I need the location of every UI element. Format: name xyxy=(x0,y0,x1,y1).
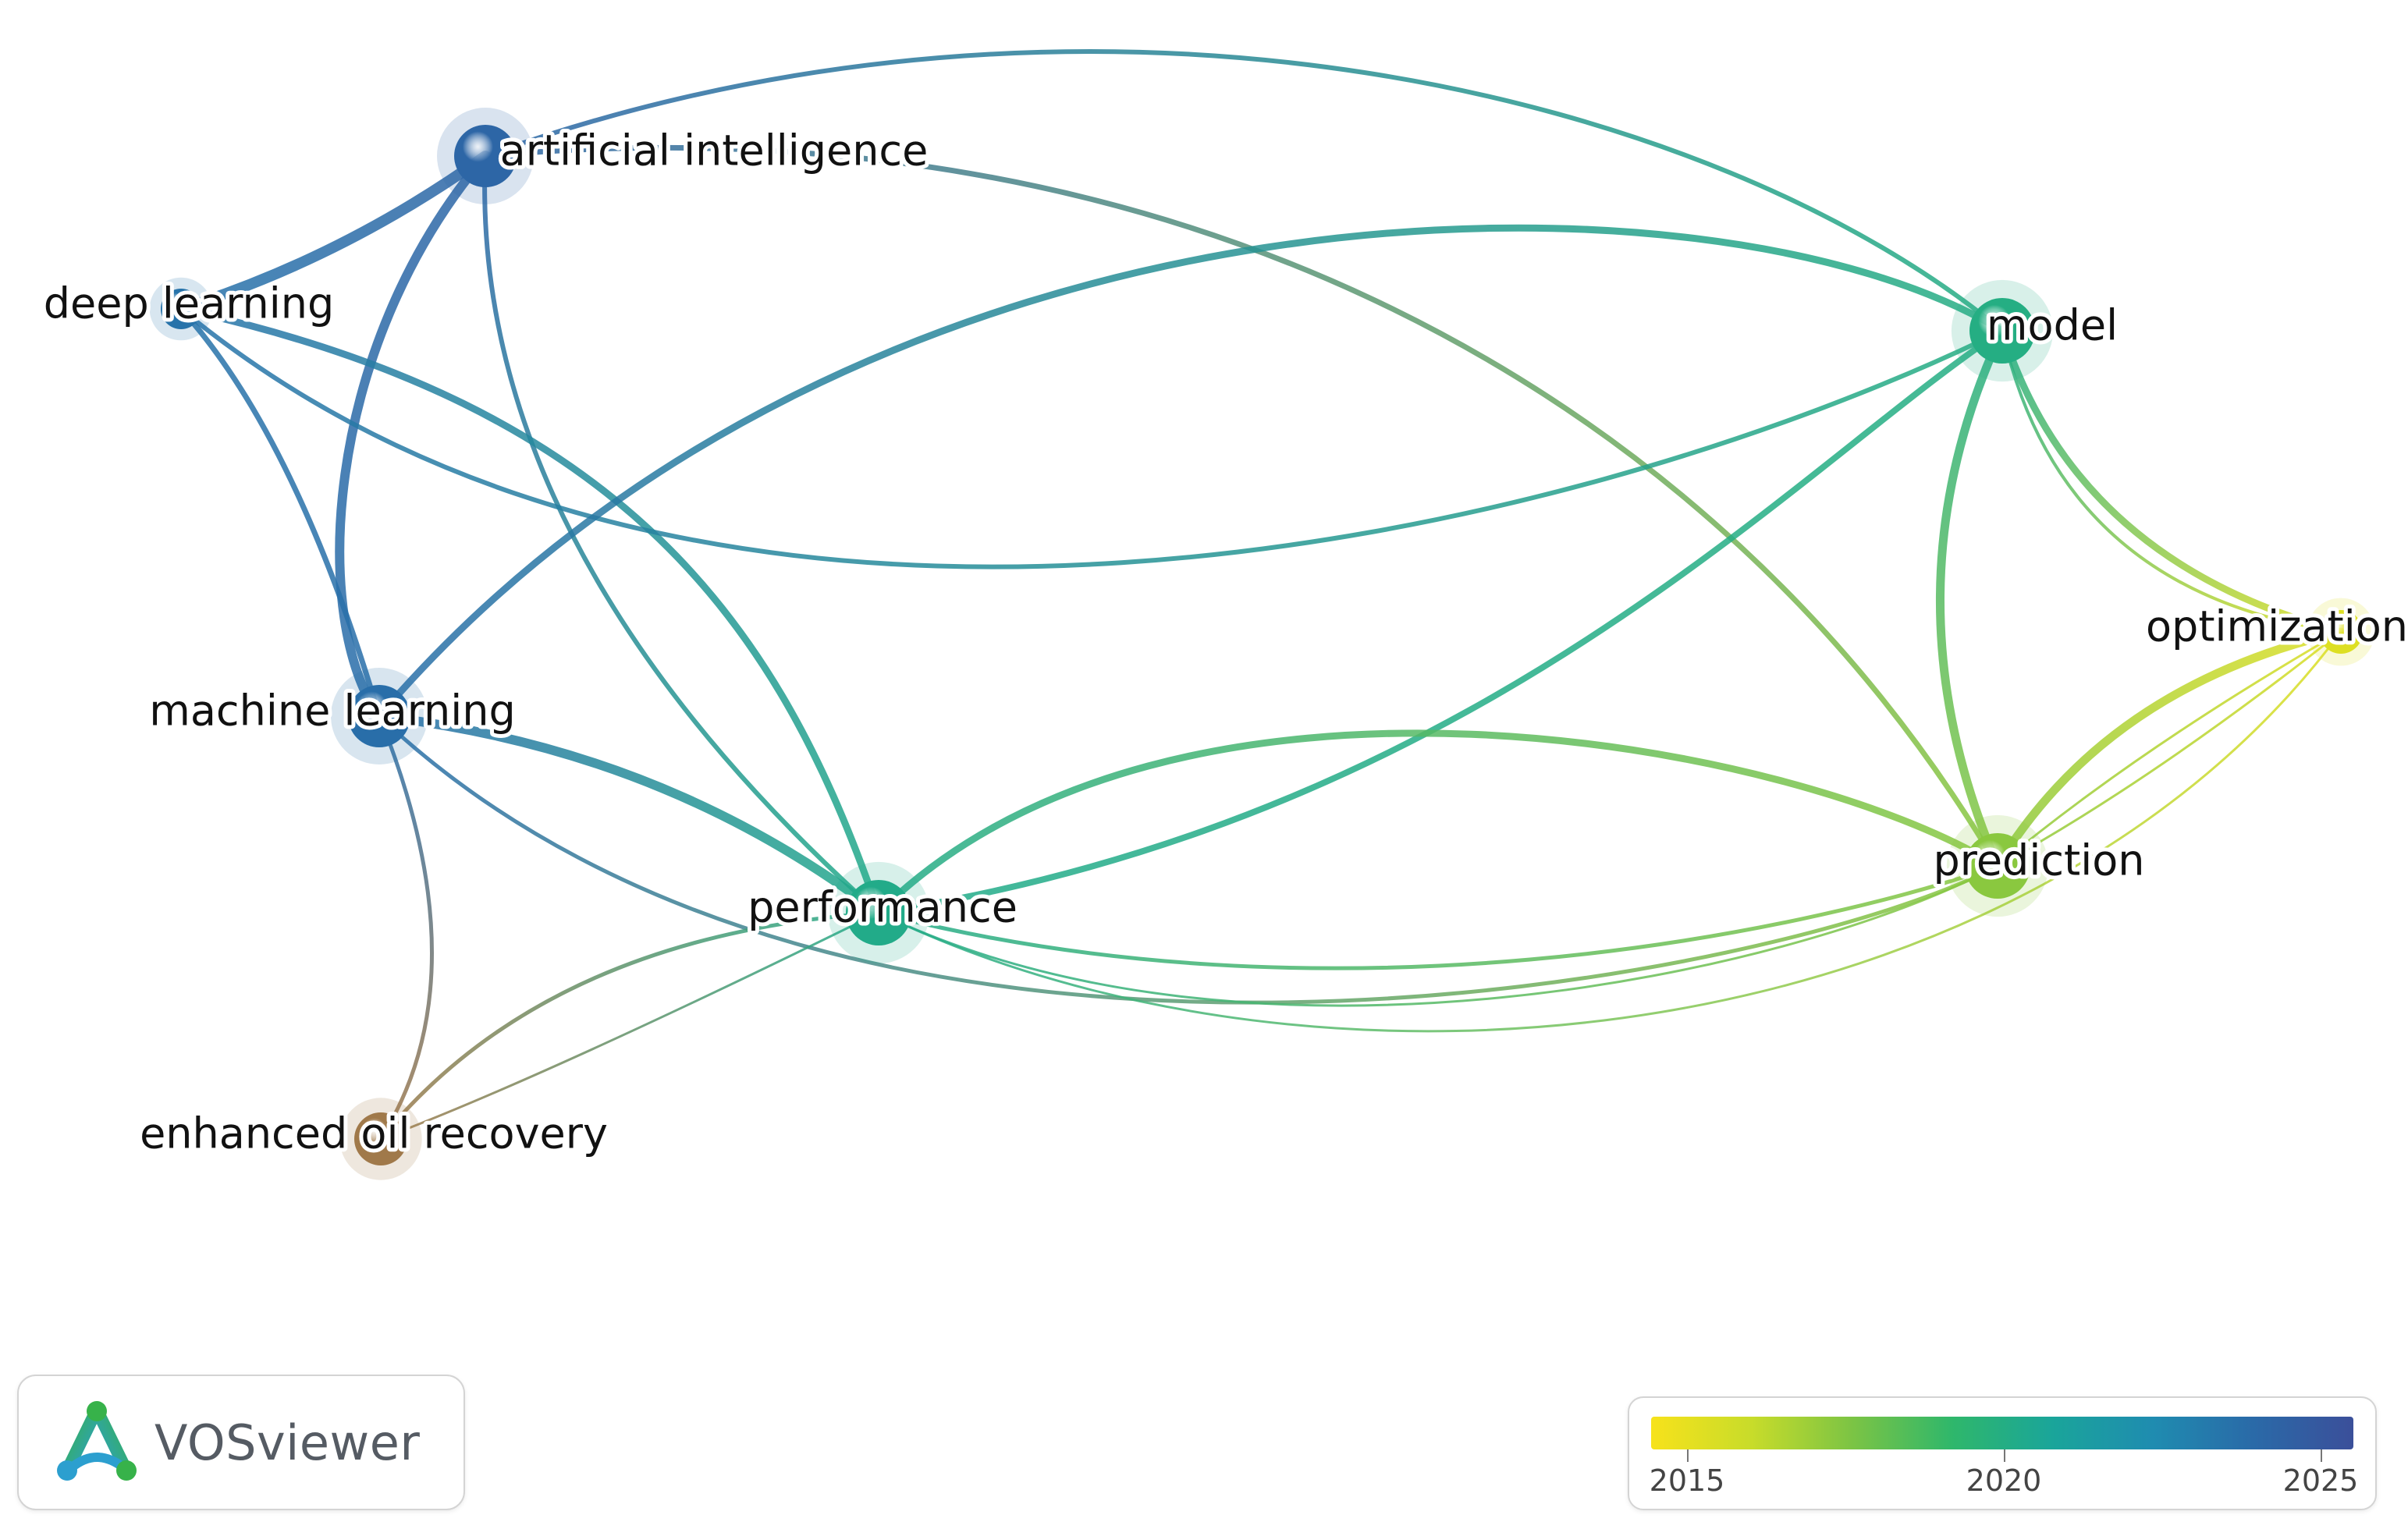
edge-model-opt xyxy=(2001,329,2342,633)
legend-tick-2015 xyxy=(1687,1449,1689,1462)
edges-layer xyxy=(176,49,2346,1141)
node-dl[interactable] xyxy=(161,289,201,329)
node-model[interactable] xyxy=(1969,298,2035,364)
legend-tick-2025 xyxy=(2321,1449,2322,1462)
edge-dl-model xyxy=(179,307,2005,569)
brand-badge: VOSviewer xyxy=(17,1375,465,1510)
edge-ai-model xyxy=(483,49,2005,333)
node-label-eor: enhanced oil recovery xyxy=(140,1109,608,1158)
legend-label-2015: 2015 xyxy=(1649,1463,1725,1498)
edge-pred-opt xyxy=(1993,627,2346,871)
vosviewer-logo-icon xyxy=(57,1401,137,1481)
edge-ai-pred xyxy=(482,144,2001,869)
edge-ml-eor xyxy=(377,714,434,1141)
edge-perf-opt xyxy=(877,630,2342,1033)
node-ai[interactable] xyxy=(454,125,517,187)
node-perf[interactable] xyxy=(846,880,911,945)
legend-color-bar xyxy=(1651,1417,2353,1449)
app-name: VOSviewer xyxy=(154,1414,421,1471)
edge-eor-perf xyxy=(379,911,880,1141)
edge-ai-perf xyxy=(482,154,881,915)
node-label-dl: deep learning xyxy=(44,279,334,328)
legend-tick-2020 xyxy=(2004,1449,2005,1462)
labels-layer: artificial intelligence deep learning mach… xyxy=(40,122,2408,1162)
edge-model-pred xyxy=(1936,326,2007,871)
nodes-layer xyxy=(149,108,2375,1180)
edge-perf-model xyxy=(875,328,2005,916)
node-label-ai: artificial intelligence xyxy=(500,126,929,176)
edge-ml-pred xyxy=(377,714,2000,1005)
edge-dl-ml xyxy=(178,306,382,719)
legend-label-2025: 2025 xyxy=(2282,1463,2359,1498)
edge-perf-pred xyxy=(875,729,2001,917)
edge-pred-opt xyxy=(1996,630,2342,867)
edge-ai-ml xyxy=(335,151,490,721)
edge-ml-perf xyxy=(375,711,883,917)
edge-model-opt xyxy=(1998,327,2345,636)
legend-label-2020: 2020 xyxy=(1966,1463,2042,1498)
edge-pred-opt xyxy=(1996,630,2342,867)
node-label-pred: prediction xyxy=(1934,836,2145,885)
edge-perf-eor xyxy=(378,910,881,1141)
edge-dl-perf xyxy=(177,305,883,917)
edge-perf-pred xyxy=(876,864,2000,970)
node-label-ml: machine learning xyxy=(149,686,516,736)
node-opt[interactable] xyxy=(2319,610,2363,654)
node-label-opt: optimization xyxy=(2146,602,2408,651)
node-eor[interactable] xyxy=(354,1112,407,1165)
node-label-model: model xyxy=(1987,301,2118,350)
node-ml[interactable] xyxy=(348,685,410,747)
edge-ml-model xyxy=(375,224,2006,720)
edge-ai-dl xyxy=(176,151,491,314)
year-color-legend: 2015 2020 2025 xyxy=(1628,1396,2377,1510)
node-label-perf: performance xyxy=(748,883,1018,932)
edge-perf-pred xyxy=(877,864,1999,1007)
node-pred[interactable] xyxy=(1965,833,2030,899)
